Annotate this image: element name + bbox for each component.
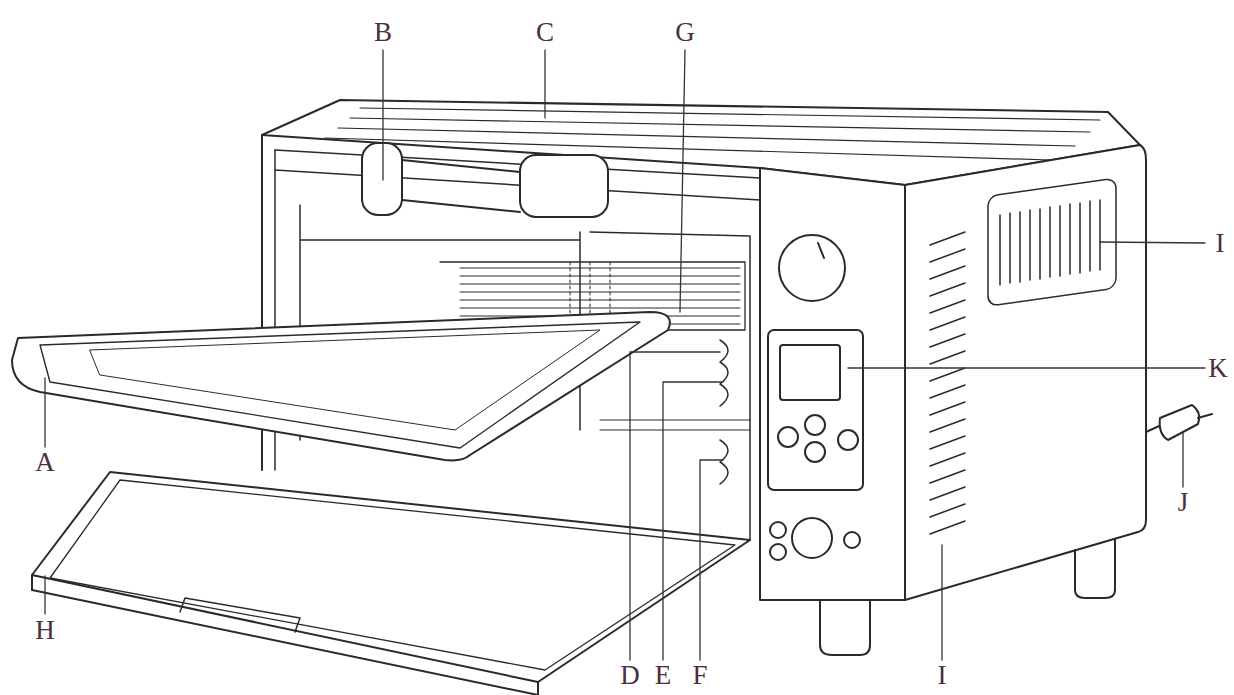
callout-letter: F: [692, 662, 707, 689]
oven-body: [760, 168, 905, 600]
callout-letter: I: [938, 662, 947, 689]
door-handle: [402, 160, 520, 172]
callout-letter: I: [1216, 230, 1225, 257]
power-cord: [1146, 405, 1212, 440]
oven-interior: [600, 420, 750, 430]
leader-line: [45, 50, 1205, 660]
callout-letter: A: [35, 449, 55, 476]
leader-line: [680, 50, 685, 312]
leader-line: [941, 545, 942, 660]
vent-slots: [930, 178, 1116, 534]
leader-line: [382, 50, 383, 180]
door-handle: [520, 155, 608, 217]
oven-body: [275, 150, 760, 178]
control-panel: [780, 345, 840, 400]
oven-body: [350, 118, 1090, 132]
callout-letter: K: [1208, 355, 1228, 382]
oven-body: [905, 145, 1146, 600]
leader-line: [1100, 242, 1205, 243]
oven-body: [1075, 540, 1115, 598]
control-panel: [805, 415, 825, 435]
leader-line: [663, 382, 722, 660]
control-panel: [778, 427, 798, 447]
leader-line: [544, 50, 545, 118]
oven-body: [325, 138, 1050, 160]
control-panel: [768, 330, 863, 490]
baking-pan: [40, 322, 640, 448]
baking-pan: [90, 330, 600, 430]
control-panel: [838, 430, 858, 450]
control-panel: [770, 544, 786, 560]
control-panel: [768, 235, 863, 560]
oven-door: [32, 472, 750, 695]
control-panel: [818, 243, 824, 258]
baking-pan: [12, 312, 670, 460]
oven-door: [50, 480, 735, 670]
vent-slots: [988, 178, 1116, 306]
baking-pan: [12, 312, 670, 460]
callout-letter: C: [536, 19, 554, 46]
leader-line: [848, 367, 1205, 368]
door-handle: [362, 143, 402, 215]
power-cord: [1198, 414, 1212, 418]
callout-letter: H: [35, 617, 55, 644]
door-handle: [402, 200, 520, 212]
oven-body: [820, 600, 870, 655]
leader-line: [700, 460, 722, 660]
control-panel: [792, 518, 832, 558]
oven-body: [338, 128, 1075, 146]
oven-door: [32, 472, 750, 682]
leader-line: [1182, 432, 1183, 487]
control-panel: [770, 522, 786, 538]
power-cord: [1160, 405, 1199, 440]
control-panel: [779, 235, 845, 301]
callout-letter: D: [620, 662, 640, 689]
leader-line: [44, 378, 45, 447]
oven-door: [32, 575, 538, 695]
leader-line: [630, 352, 720, 660]
control-panel: [805, 442, 825, 462]
leader-line: [44, 576, 45, 614]
oven-body: [360, 108, 1100, 120]
callout-letter: E: [655, 662, 672, 689]
callout-letter: B: [374, 19, 392, 46]
callout-letter: J: [1178, 489, 1189, 516]
callout-letter: G: [675, 19, 695, 46]
vent-slots: [930, 232, 965, 534]
door-handle: [362, 143, 608, 217]
oven-interior: [590, 232, 750, 540]
vent-slots: [1000, 200, 1100, 285]
control-panel: [844, 532, 860, 548]
oven-interior: [720, 340, 728, 484]
oven-door: [180, 598, 300, 632]
